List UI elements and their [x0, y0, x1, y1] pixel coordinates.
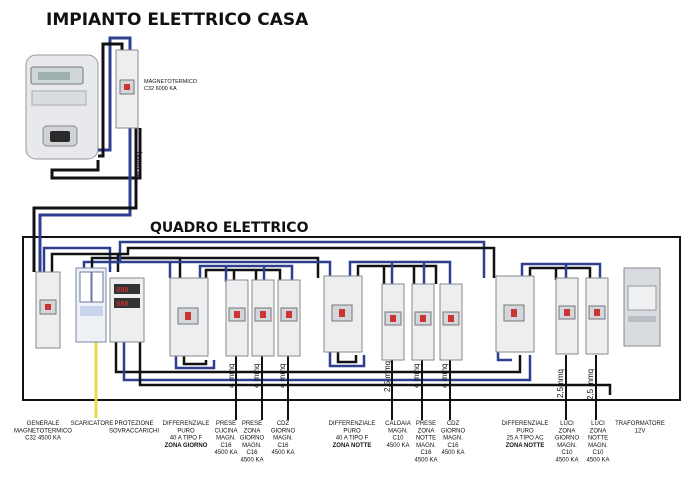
wire-size-day-ac: 4 mmq [278, 364, 287, 388]
device-rcd-lights [495, 275, 535, 353]
wire-size-kitchen: 4 mmq [227, 364, 236, 388]
main-title: IMPIANTO ELETTRICO CASA [46, 10, 309, 30]
device-label: SCARICATORE [71, 421, 114, 427]
energy-meter [25, 54, 99, 160]
outgoing-wires [235, 352, 597, 420]
device-breaker-kitchen [225, 279, 249, 357]
device-breaker-night-sockets [411, 283, 435, 361]
wire-size-night-sockets: 4 mmq [412, 364, 421, 388]
meter-breaker-label-1: MAGNETOTERMICO [144, 79, 198, 85]
meter-wires [32, 36, 142, 272]
svg-text:888: 888 [116, 286, 129, 294]
meter-cable-size: 6 mmq [134, 152, 143, 176]
panel-wires [42, 240, 612, 395]
wire-size-labels: 4 mmq 4 mmq 4 mmq 2,5 mmq 4 mmq 4 mmq 2,… [227, 361, 595, 400]
device-breaker-night-lights [585, 277, 609, 355]
wire-size-day-sockets: 4 mmq [252, 364, 261, 388]
wire-size-night-ac: 4 mmq [440, 364, 449, 388]
device-rcd-day [169, 277, 209, 357]
device-surge-arrester [75, 267, 107, 343]
device-breaker-day-lights [555, 277, 579, 355]
svg-text:888: 888 [116, 300, 129, 308]
device-breaker-day-sockets [251, 279, 275, 357]
meter-main-breaker [115, 49, 139, 129]
device-breaker-boiler [381, 283, 405, 361]
wire-size-night-lights: 2,5 mmq [586, 369, 595, 400]
device-general-breaker [35, 271, 61, 349]
panel-border [22, 236, 681, 401]
device-breaker-day-ac [277, 279, 301, 357]
wire-size-day-lights: 2,5mmq [556, 369, 565, 398]
device-transformer [623, 267, 661, 347]
meter-breaker-label-2: C32 6000 KA [144, 86, 177, 92]
device-rcd-night [323, 275, 363, 353]
panel-title: QUADRO ELETTRICO [150, 220, 309, 236]
wire-size-boiler: 2,5 mmq [383, 361, 392, 392]
device-overload-protection: 888 888 [109, 277, 145, 343]
device-breaker-night-ac [439, 283, 463, 361]
